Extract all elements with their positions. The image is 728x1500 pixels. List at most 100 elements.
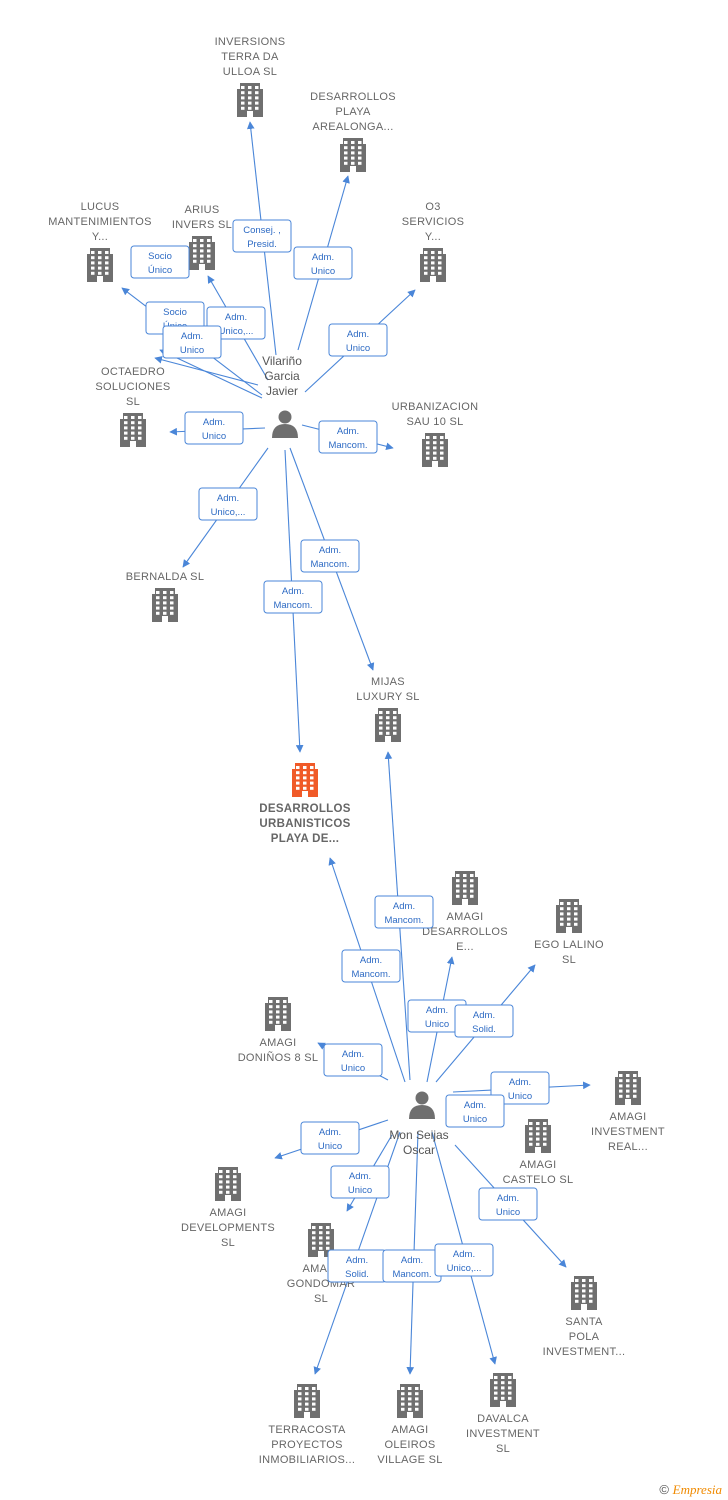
relation-label-text: Unico,...: [219, 326, 254, 337]
relation-label[interactable]: Adm.Unico,...: [434, 1243, 494, 1277]
footer-brand[interactable]: © Empresia: [659, 1482, 722, 1498]
relation-label[interactable]: Adm.Mancom.: [263, 580, 323, 614]
relation-label[interactable]: Adm.Unico: [478, 1187, 538, 1221]
company-name: PLAYA DE...: [271, 833, 340, 845]
relation-label-box: [341, 949, 401, 983]
relation-label[interactable]: Consej. ,Presid.: [232, 219, 292, 253]
relation-label-text: Adm.: [473, 1010, 495, 1021]
relation-label[interactable]: Adm.Unico: [293, 246, 353, 280]
company-name: OCTAEDRO: [101, 366, 165, 378]
company-name: DAVALCA: [477, 1413, 529, 1425]
company-name: DESARROLLOS: [422, 926, 508, 938]
relation-label[interactable]: Adm.Mancom.: [382, 1249, 442, 1283]
relation-label-box: [300, 539, 360, 573]
person-name: Vilariño: [262, 354, 302, 368]
relation-label-text: Socio: [148, 251, 172, 262]
relation-label[interactable]: Adm.Unico: [490, 1071, 550, 1105]
relation-label-text: Adm.: [217, 493, 239, 504]
relation-label[interactable]: Adm.Unico: [300, 1121, 360, 1155]
relation-label-box: [434, 1243, 494, 1277]
company-name: INVERSIONS: [215, 36, 286, 48]
relation-label-text: Unico: [508, 1091, 532, 1102]
building-icon: [420, 248, 446, 282]
relation-label[interactable]: Adm.Unico: [445, 1094, 505, 1128]
relation-label[interactable]: Adm.Solid.: [327, 1249, 387, 1283]
company-node[interactable]: O3SERVICIOSY...: [402, 201, 464, 282]
relation-label-text: Consej. ,: [243, 225, 281, 236]
relation-label[interactable]: Adm.Mancom.: [374, 895, 434, 929]
relation-label-box: [232, 219, 292, 253]
company-name: OLEIROS: [384, 1439, 435, 1451]
relation-label-text: Unico: [346, 343, 370, 354]
relation-label[interactable]: Adm.Unico: [407, 999, 467, 1033]
company-name: URBANIZACION: [392, 401, 479, 413]
relation-label[interactable]: Adm.Unico: [162, 325, 222, 359]
building-icon: [375, 708, 401, 742]
relation-label[interactable]: Adm.Mancom.: [318, 420, 378, 454]
relation-label[interactable]: Adm.Unico: [328, 323, 388, 357]
relation-label-text: Unico,...: [211, 507, 246, 518]
company-node[interactable]: DESARROLLOSPLAYAAREALONGA...: [310, 91, 396, 172]
relation-label-text: Mancom.: [392, 1269, 431, 1280]
building-icon: [265, 997, 291, 1031]
building-icon: [215, 1167, 241, 1201]
company-name: CASTELO SL: [503, 1174, 574, 1186]
company-name: ULLOA SL: [223, 66, 277, 78]
relation-label[interactable]: Adm.Unico: [323, 1043, 383, 1077]
company-name: O3: [425, 201, 440, 213]
relation-label[interactable]: Adm.Mancom.: [341, 949, 401, 983]
building-icon: [452, 871, 478, 905]
company-node[interactable]: BERNALDA SL: [126, 571, 205, 622]
relation-label[interactable]: Adm.Solid.: [454, 1004, 514, 1038]
relation-label[interactable]: Adm.Unico: [330, 1165, 390, 1199]
company-name: REAL...: [608, 1141, 648, 1153]
company-name: AMAGI: [210, 1207, 247, 1219]
company-name: PLAYA: [335, 106, 371, 118]
relation-label[interactable]: Adm.Unico: [184, 411, 244, 445]
company-name: MANTENIMIENTOS: [48, 216, 152, 228]
company-name: DESARROLLOS: [259, 803, 350, 815]
building-icon: [615, 1071, 641, 1105]
copyright-symbol: ©: [659, 1482, 670, 1497]
company-node[interactable]: TERRACOSTAPROYECTOSINMOBILIARIOS...: [259, 1384, 355, 1466]
relation-label-text: Adm.: [497, 1193, 519, 1204]
company-node[interactable]: SANTAPOLAINVESTMENT...: [543, 1276, 626, 1358]
building-icon: [292, 763, 318, 797]
relation-label-box: [318, 420, 378, 454]
person-name: Javier: [266, 384, 298, 398]
relation-label-text: Mancom.: [351, 969, 390, 980]
relation-label[interactable]: Adm. Unico,...: [198, 487, 258, 521]
company-name: AREALONGA...: [312, 121, 393, 133]
relation-label-text: Adm.: [346, 1255, 368, 1266]
company-name: INVESTMENT: [466, 1428, 540, 1440]
relation-label-text: Adm.: [282, 586, 304, 597]
company-node[interactable]: AMAGIDESARROLLOSE...: [422, 871, 508, 953]
relation-label-box: [198, 487, 258, 521]
relation-label[interactable]: Adm.Mancom.: [300, 539, 360, 573]
company-node[interactable]: LUCUSMANTENIMIENTOSY...: [48, 201, 152, 282]
company-node[interactable]: AMAGIINVESTMENTREAL...: [591, 1071, 665, 1153]
relation-label-text: Único: [148, 265, 172, 276]
relation-label-text: Adm.: [319, 1127, 341, 1138]
relation-label-box: [300, 1121, 360, 1155]
relation-label-text: Mancom.: [384, 915, 423, 926]
relation-label-text: Unico: [341, 1063, 365, 1074]
relation-label-box: [445, 1094, 505, 1128]
